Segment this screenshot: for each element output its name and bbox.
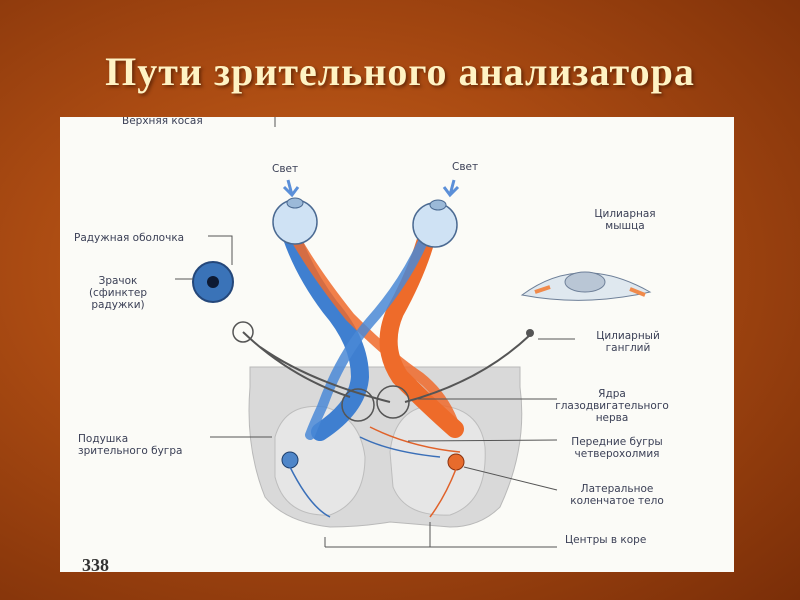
optic-nerve-right-blue xyxy=(305,220,435,440)
pupil-ganglion-left xyxy=(232,321,254,343)
leader-lines xyxy=(175,117,575,548)
light-arrow-left xyxy=(282,179,300,198)
label-ciliary-muscle: Цилиарная мышца xyxy=(594,208,656,232)
label-pulvinar: Подушка зрительного бугра xyxy=(78,433,183,457)
visual-pathway-figure: Верхняя косая Свет Свет Радужная оболочк… xyxy=(60,117,734,572)
radiation-red xyxy=(369,426,461,518)
visual-pathway-diagram xyxy=(175,117,652,548)
label-light-right: Свет xyxy=(452,161,479,173)
optic-nerve-right-red xyxy=(379,216,464,438)
ciliary-lens xyxy=(520,271,652,301)
slide-title: Пути зрительного анализатора xyxy=(105,49,695,94)
page-number: 338 xyxy=(82,555,109,572)
label-anterior-colliculi: Передние бугры четверохолмия xyxy=(571,436,663,460)
label-pupil: Зрачок (сфинктер радужки) xyxy=(88,275,148,311)
label-iris: Радужная оболочка xyxy=(74,232,185,244)
ciliary-ganglion-right xyxy=(526,329,534,337)
label-top-cut: Верхняя косая xyxy=(122,117,203,127)
optic-nerve-left-blue xyxy=(279,216,370,441)
pulvinar-left xyxy=(281,451,299,469)
radiation-blue xyxy=(289,436,441,518)
ciliary-reflex-path xyxy=(404,334,531,403)
label-cortex: Центры в коре xyxy=(565,534,647,546)
right-eyeball xyxy=(412,199,458,248)
optic-nerve-left-red xyxy=(283,220,460,432)
nucleus-left xyxy=(341,388,375,422)
iris-eye xyxy=(192,261,234,303)
lgn-right xyxy=(447,453,465,471)
left-eyeball xyxy=(272,197,318,245)
label-light-left: Свет xyxy=(272,163,299,175)
label-lateral-geniculate: Латеральное коленчатое тело xyxy=(570,483,664,507)
label-ciliary-ganglion: Цилиарный ганглий xyxy=(596,330,660,354)
label-oculomotor-nuclei: Ядра глазодвигательного нерва xyxy=(555,388,669,424)
nucleus-right xyxy=(376,385,410,419)
left-lobe xyxy=(274,405,366,516)
light-arrow-right xyxy=(442,179,460,198)
